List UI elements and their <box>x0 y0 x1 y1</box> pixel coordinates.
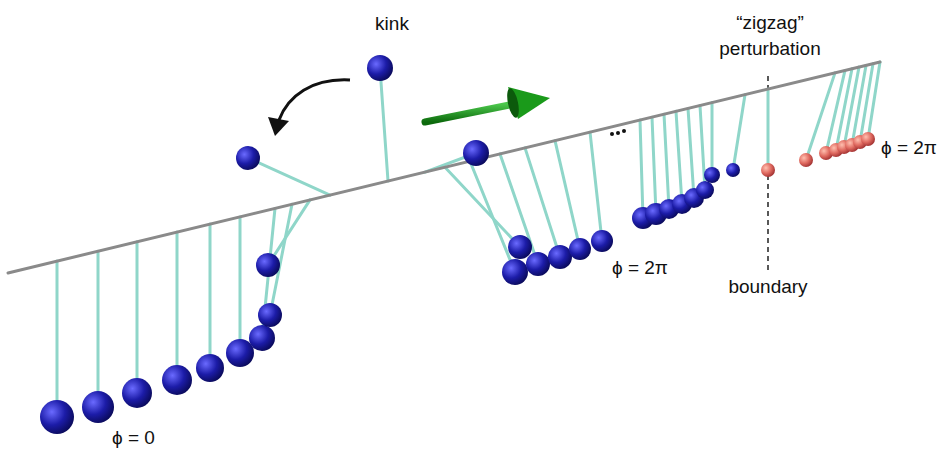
pendulum-rod <box>248 158 330 195</box>
pendulum-bob <box>236 146 260 170</box>
pendulum-bob <box>696 181 714 199</box>
pendulum-bob <box>799 153 813 167</box>
pendulum-rod <box>844 67 859 147</box>
pendulum-bob <box>463 140 489 166</box>
pendulum-rod <box>860 64 873 142</box>
pendulum-rod <box>590 132 602 241</box>
pendulum-rod <box>209 224 212 368</box>
pendulum-bob <box>508 235 532 259</box>
pendulum-bob <box>704 167 720 183</box>
pendulum-bob <box>226 339 254 367</box>
pendulum-bob <box>40 400 74 434</box>
ellipsis-dot <box>610 132 614 136</box>
pendulum-bob <box>726 163 740 177</box>
pendulum-bob <box>569 238 591 260</box>
motion-arrow <box>425 104 514 122</box>
pendulum-rod <box>525 148 560 257</box>
pendulum-rod <box>176 232 179 380</box>
pendulum-rod <box>688 108 694 198</box>
pendulum-rod <box>56 261 59 417</box>
pendulum-rod <box>700 106 705 191</box>
arrow-head <box>268 117 289 136</box>
kink-label: kink <box>375 11 409 37</box>
phase-label: ϕ = 2π <box>881 135 937 161</box>
pendulum-rod <box>868 62 880 139</box>
rotation-arrow <box>279 80 350 120</box>
pendulum-rod <box>652 117 656 214</box>
pendulum-bob <box>761 163 775 177</box>
pendulum-rod <box>380 68 388 181</box>
pendulum-bob <box>196 354 224 382</box>
pendulum-rod <box>733 95 745 170</box>
ellipsis-dot <box>622 129 626 133</box>
pendulum-rod <box>711 103 714 175</box>
pendulum-rod <box>97 251 100 407</box>
pendulum-rod <box>676 111 682 204</box>
phase-label: ϕ = 2π <box>612 255 668 281</box>
pendulum-bob <box>591 230 613 252</box>
pendulum-bob <box>861 132 875 146</box>
pendulum-rod <box>136 242 139 393</box>
pendulum-bob <box>258 303 282 327</box>
pendulum-bob <box>367 55 393 81</box>
pendulum-bob <box>502 259 528 285</box>
phase-label: ϕ = 0 <box>112 425 155 451</box>
perturbation-label: “zigzag” perturbation <box>705 10 835 62</box>
pendulum-rod <box>767 89 770 170</box>
pendulum-rod <box>664 114 669 209</box>
pendulum-bob <box>526 252 550 276</box>
pendulum-rod <box>239 217 242 353</box>
boundary-label: boundary <box>728 274 807 300</box>
pendulum-rod <box>640 120 643 218</box>
pendulum-bob <box>122 378 152 408</box>
pendulum-bob <box>82 391 114 423</box>
pendulum-bob <box>249 325 275 351</box>
pendulum-bob <box>162 365 192 395</box>
pendulum-rod <box>555 141 580 249</box>
ellipsis-dot <box>616 131 620 135</box>
axis-wire <box>8 62 880 273</box>
arrow-head-base <box>505 87 521 118</box>
pendulum-bob <box>548 245 572 269</box>
pendulum-bob <box>256 253 280 277</box>
pendulum-rod <box>852 65 866 145</box>
